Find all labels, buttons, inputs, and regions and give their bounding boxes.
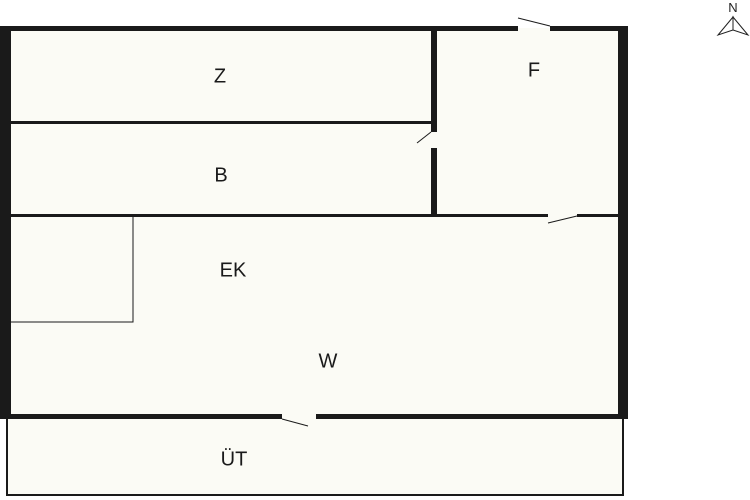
north-arrow-icon: N [716,0,750,37]
room-label-z: Z [214,65,226,87]
wall-z-b [8,121,434,124]
door-f-ek [547,215,578,224]
wall-right [618,28,628,418]
wall-left [0,28,11,418]
partition-lines [6,216,624,496]
room-label-b: B [214,164,227,186]
balcony-outline [6,416,624,496]
compass-arrow-right [732,15,750,37]
door-f-top [517,17,551,27]
wall-bottom-b [316,414,628,419]
floor-balcony [6,416,624,495]
walls [0,26,628,419]
room-label-f: F [528,59,540,81]
wall-top-b [550,26,628,31]
ek-subarea-outline [11,216,134,323]
door-b-f [416,131,432,144]
compass-arrow-left [716,15,734,37]
wall-zb-f-upper [431,28,437,132]
floor-main [8,28,626,416]
wall-b-ek [8,214,548,217]
wall-bottom-a [0,414,282,419]
room-label-ek: EK [220,259,247,281]
room-label-ut: ÜT [221,448,248,470]
compass-north-label: N [728,0,737,15]
wall-f-ek [577,214,621,217]
wall-zb-f-lower [431,148,437,216]
doors [281,17,578,427]
door-w-ut [281,418,309,427]
room-label-w: W [319,350,338,372]
room-labels: Z F B EK W ÜT [214,59,540,470]
floor-areas [6,28,626,495]
wall-top-a [0,26,518,31]
